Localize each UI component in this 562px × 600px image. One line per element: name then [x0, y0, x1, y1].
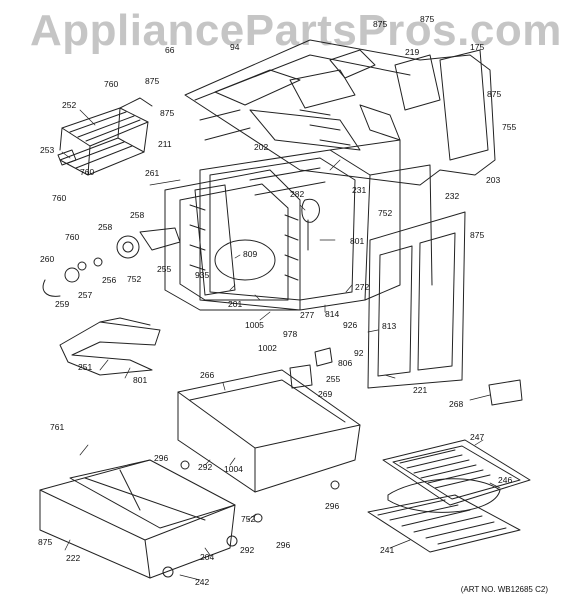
- callout-201: 201: [228, 299, 242, 309]
- callout-246: 246: [498, 475, 512, 485]
- callout-801a: 801: [350, 236, 364, 246]
- broiler-pan: [382, 439, 531, 513]
- callout-242: 242: [195, 577, 209, 587]
- callout-252: 252: [62, 100, 76, 110]
- callout-211: 211: [158, 139, 172, 149]
- callout-222: 222: [66, 553, 80, 563]
- callout-809: 809: [243, 249, 257, 259]
- callout-296b: 296: [325, 501, 339, 511]
- callout-813: 813: [382, 321, 396, 331]
- top-frame: [184, 39, 496, 186]
- callout-296a: 296: [154, 453, 168, 463]
- callout-760c: 760: [52, 193, 66, 203]
- callout-801b: 801: [133, 375, 147, 385]
- callout-232: 232: [445, 191, 459, 201]
- callout-253: 253: [40, 145, 54, 155]
- callout-204: 204: [200, 552, 214, 562]
- callout-269: 269: [318, 389, 332, 399]
- callout-292a: 292: [198, 462, 212, 472]
- callout-92: 92: [354, 348, 364, 358]
- callout-814: 814: [325, 309, 339, 319]
- callout-261: 261: [145, 168, 159, 178]
- callout-760b: 760: [80, 167, 94, 177]
- callout-277: 277: [300, 310, 314, 320]
- side-panel: [367, 211, 466, 389]
- callout-labels: 875 875 66 94 219 175 875 760 252 875 87…: [38, 14, 516, 587]
- callout-241: 241: [380, 545, 394, 555]
- callout-175: 175: [470, 42, 484, 52]
- callout-219: 219: [405, 47, 419, 57]
- callout-258b: 258: [98, 222, 112, 232]
- broil-element: [59, 97, 153, 176]
- drawer-support: [177, 369, 361, 493]
- callout-1005: 1005: [245, 320, 264, 330]
- callout-806: 806: [338, 358, 352, 368]
- callout-875b: 875: [420, 14, 434, 24]
- callout-255b: 255: [326, 374, 340, 384]
- callout-202: 202: [254, 142, 268, 152]
- callout-94: 94: [230, 42, 240, 52]
- callout-258a: 258: [130, 210, 144, 220]
- callout-66: 66: [165, 45, 175, 55]
- callout-875a: 875: [373, 19, 387, 29]
- callout-282: 282: [290, 189, 304, 199]
- callout-221: 221: [413, 385, 427, 395]
- oven-front-frame: [164, 169, 301, 311]
- callout-272: 272: [355, 282, 369, 292]
- small-hardware: [162, 347, 523, 578]
- callout-1004: 1004: [224, 464, 243, 474]
- storage-drawer: [39, 459, 236, 579]
- callout-752c: 752: [241, 514, 255, 524]
- callout-247: 247: [470, 432, 484, 442]
- oven-rack: [367, 494, 521, 553]
- callout-292b: 292: [240, 545, 254, 555]
- callout-935: 935: [195, 270, 209, 280]
- callout-268: 268: [449, 399, 463, 409]
- callout-251: 251: [78, 362, 92, 372]
- callout-760d: 760: [65, 232, 79, 242]
- leader-lines: [61, 109, 501, 581]
- callout-875e: 875: [487, 89, 501, 99]
- callout-875d: 875: [160, 108, 174, 118]
- callout-1002: 1002: [258, 343, 277, 353]
- callout-260: 260: [40, 254, 54, 264]
- callout-875f: 875: [470, 230, 484, 240]
- callout-760a: 760: [104, 79, 118, 89]
- callout-203: 203: [486, 175, 500, 185]
- callout-231: 231: [352, 185, 366, 195]
- callout-259: 259: [55, 299, 69, 309]
- callout-296c: 296: [276, 540, 290, 550]
- callout-926: 926: [343, 320, 357, 330]
- callout-257: 257: [78, 290, 92, 300]
- callout-266: 266: [200, 370, 214, 380]
- callout-761: 761: [50, 422, 64, 432]
- callout-755: 755: [502, 122, 516, 132]
- callout-256: 256: [102, 275, 116, 285]
- oven-cavity: [194, 139, 433, 311]
- callout-875c: 875: [145, 76, 159, 86]
- callout-875g: 875: [38, 537, 52, 547]
- callout-752b: 752: [127, 274, 141, 284]
- callout-752a: 752: [378, 208, 392, 218]
- callout-978: 978: [283, 329, 297, 339]
- art-number: (ART NO. WB12685 C2): [460, 585, 548, 594]
- bake-element: [59, 317, 161, 376]
- callout-255a: 255: [157, 264, 171, 274]
